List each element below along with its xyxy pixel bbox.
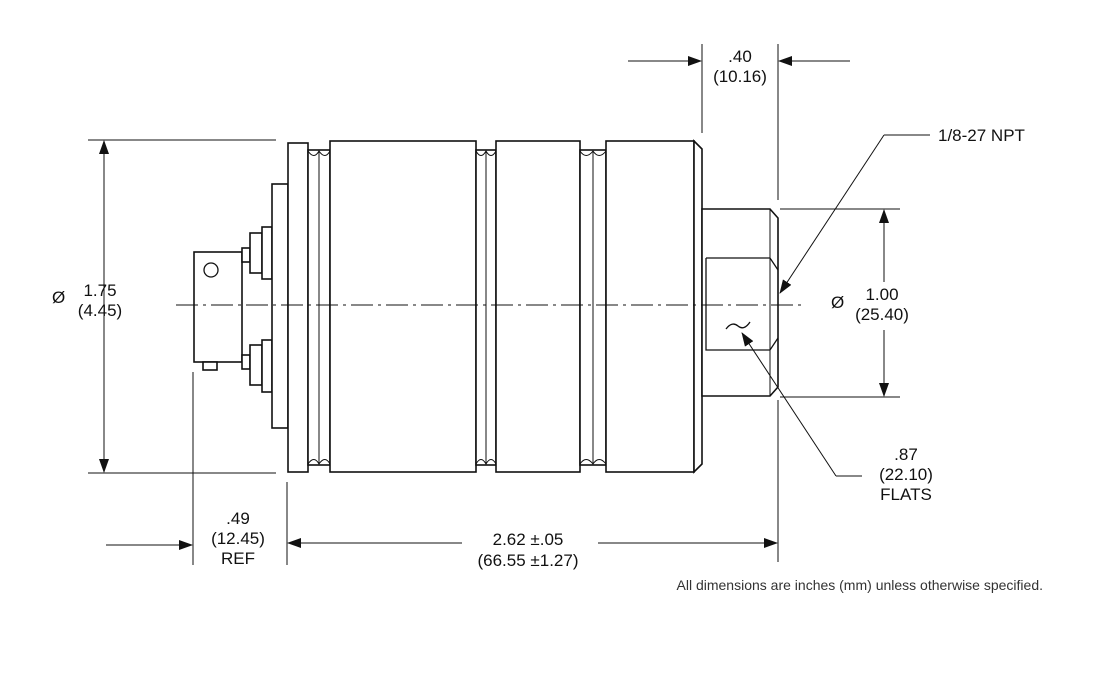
dim-port-diameter	[780, 208, 900, 398]
dim-overall-length	[287, 400, 779, 562]
flats-mm: (22.10)	[879, 465, 933, 484]
thread-symbol-icon	[725, 321, 751, 330]
port-length-mm: (10.16)	[713, 67, 767, 86]
transducer-body	[287, 139, 703, 474]
connector-offset-mm: (12.45)	[211, 529, 265, 548]
connector-hole-icon	[203, 262, 219, 278]
flats-note: FLATS	[880, 485, 932, 504]
dim-port-length	[628, 44, 850, 200]
overall-length-mm: (66.55 ±1.27)	[477, 551, 578, 570]
body-diameter-symbol: Ø	[52, 288, 65, 307]
port-diameter-mm: (25.40)	[855, 305, 909, 324]
port-diameter-inch: 1.00	[865, 285, 898, 304]
dim-connector-offset	[106, 372, 288, 565]
connector-offset-note: REF	[221, 549, 255, 568]
overall-length-inch: 2.62 ±.05	[493, 530, 564, 549]
thread-label: 1/8-27 NPT	[938, 126, 1025, 145]
connector-offset-inch: .49	[226, 509, 250, 528]
body-diameter-inch: 1.75	[83, 281, 116, 300]
leader-thread	[779, 134, 930, 294]
footnote: All dimensions are inches (mm) unless ot…	[677, 577, 1043, 593]
leader-flats	[741, 332, 862, 477]
electrical-connector	[193, 183, 289, 429]
flats-inch: .87	[894, 445, 918, 464]
port-diameter-symbol: Ø	[831, 293, 844, 312]
dim-body-diameter	[88, 139, 276, 474]
body-diameter-mm: (4.45)	[78, 301, 122, 320]
port-length-inch: .40	[728, 47, 752, 66]
pressure-port-hex	[701, 208, 779, 397]
